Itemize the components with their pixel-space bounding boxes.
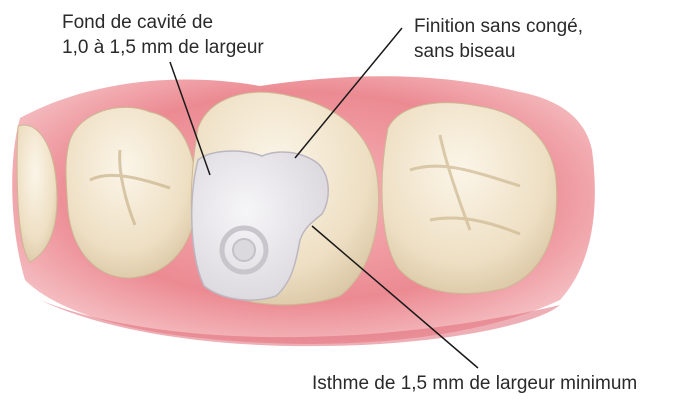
cavity-floor-center (233, 239, 255, 261)
label-finish-line2: sans biseau (414, 39, 583, 64)
tooth-premolar (66, 107, 196, 278)
label-finish: Finition sans congé, sans biseau (414, 14, 583, 64)
label-finish-line1: Finition sans congé, (414, 14, 583, 39)
label-isthmus-line1: Isthme de 1,5 mm de largeur minimum (312, 371, 637, 396)
label-cavity-floor: Fond de cavité de 1,0 à 1,5 mm de largeu… (62, 10, 264, 60)
label-cavity-floor-line1: Fond de cavité de (62, 10, 264, 35)
tooth-molar-right (382, 103, 557, 294)
label-isthmus: Isthme de 1,5 mm de largeur minimum (312, 371, 637, 396)
label-cavity-floor-line2: 1,0 à 1,5 mm de largeur (62, 35, 264, 60)
